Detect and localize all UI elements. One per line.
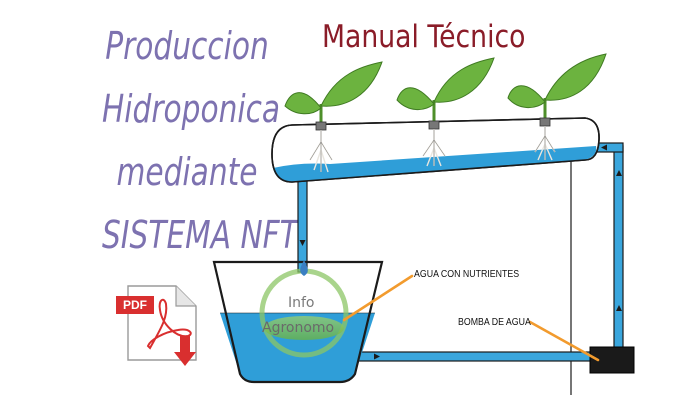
label-bomba-de-agua: BOMBA DE AGUA: [458, 317, 531, 328]
title-line-3: mediante: [116, 150, 258, 194]
bottom-pipe: [343, 351, 595, 362]
plant-2: [396, 57, 495, 167]
pdf-badge: PDF: [116, 296, 154, 314]
logo-text-agronomo: Agronomo: [262, 320, 335, 336]
plant-3: [507, 53, 607, 161]
plant-1: [284, 61, 383, 173]
manual-tecnico-heading: Manual Técnico: [322, 19, 526, 55]
label-leaders: [342, 274, 600, 362]
label-agua-con-nutrientes: AGUA CON NUTRIENTES: [414, 269, 520, 280]
water-pump: [589, 346, 635, 374]
info-agronomo-logo: [259, 260, 349, 358]
drain-pipe: [297, 179, 308, 273]
title-line-4: SISTEMA NFT: [101, 213, 298, 257]
title-line-1: Produccion: [105, 24, 269, 68]
title-line-2: Hidroponica: [101, 87, 281, 131]
logo-text-info: Info: [288, 295, 315, 311]
flow-arrows: [299, 144, 622, 360]
download-arrow-icon[interactable]: [174, 336, 196, 366]
